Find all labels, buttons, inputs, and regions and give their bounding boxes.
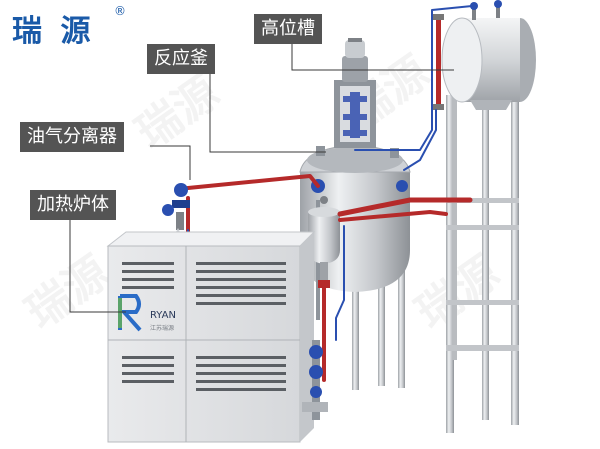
registered-mark: ® — [114, 4, 126, 18]
callout-oil-gas-separator: 油气分离器 — [20, 122, 124, 152]
heating-furnace: RYAN 江苏瑞源 — [106, 231, 328, 443]
watermark-text: 瑞源 — [127, 67, 228, 159]
callout-heating-furnace: 加热炉体 — [30, 190, 116, 220]
callout-leaders — [69, 42, 454, 313]
watermark-text: 瑞源 — [17, 247, 118, 339]
oil-gas-separator — [308, 196, 340, 320]
brand-logo: 瑞 源 — [12, 14, 95, 49]
watermark-text: 瑞源 — [407, 247, 508, 339]
ryan-logo: RYAN 江苏瑞源 — [118, 294, 176, 332]
callout-reactor: 反应釜 — [147, 44, 215, 74]
high-level-tank-tower — [433, 0, 536, 433]
panel-logo-subtext: 江苏瑞源 — [150, 324, 174, 332]
callout-high-level-tank: 高位槽 — [254, 14, 322, 44]
panel-logo-text: RYAN — [150, 310, 176, 321]
